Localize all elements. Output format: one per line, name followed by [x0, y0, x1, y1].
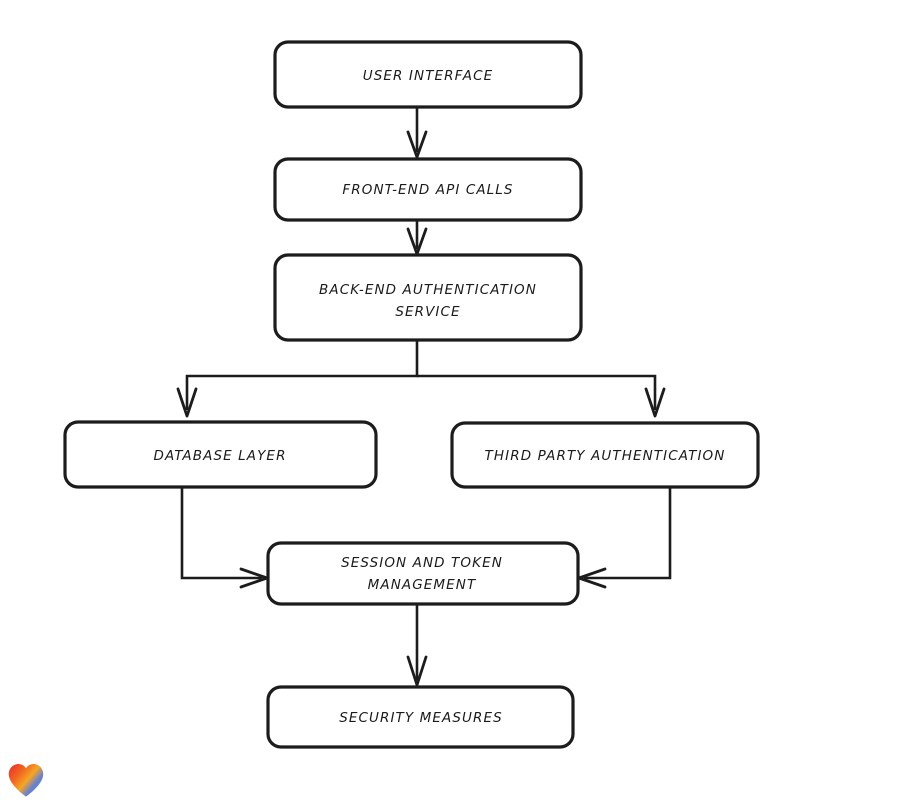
node-label-session-and-token-management-line2: MANAGEMENT: [368, 577, 477, 593]
edge-database-to-session: [180, 487, 269, 589]
node-label-session-and-token-management-line1: SESSION AND TOKEN: [341, 555, 503, 571]
node-box-user-interface[interactable]: [273, 40, 583, 109]
node-label-front-end-api-calls: FRONT-END API CALLS: [342, 182, 513, 198]
node-label-back-end-authentication-service-line2: SERVICE: [395, 304, 460, 320]
node-third-party-authentication[interactable]: THIRD PARTY AUTHENTICATION: [450, 421, 760, 489]
edge-thirdparty-to-session: [577, 487, 672, 589]
node-box-database-layer[interactable]: [63, 420, 378, 489]
node-front-end-api-calls[interactable]: FRONT-END API CALLS: [273, 157, 583, 222]
node-back-end-authentication-service[interactable]: BACK-END AUTHENTICATION SERVICE: [273, 253, 583, 342]
edge-layer: [176, 107, 672, 687]
edge-session-to-security: [406, 604, 428, 687]
node-label-back-end-authentication-service-line1: BACK-END AUTHENTICATION: [319, 282, 537, 298]
node-box-front-end-api-calls[interactable]: [273, 157, 583, 222]
node-layer: USER INTERFACE FRONT-END API CALLS BACK-…: [63, 40, 760, 749]
heart-icon: [8, 763, 44, 797]
node-label-security-measures: SECURITY MEASURES: [339, 710, 503, 726]
edge-ui-to-api: [406, 107, 428, 159]
node-box-back-end-authentication-service[interactable]: [273, 253, 583, 342]
node-box-security-measures[interactable]: [266, 685, 575, 749]
node-box-third-party-authentication[interactable]: [450, 421, 760, 489]
edge-backend-to-database: [176, 340, 419, 418]
edge-api-to-backend: [406, 220, 428, 256]
node-label-database-layer: DATABASE LAYER: [153, 448, 286, 464]
node-label-third-party-authentication: THIRD PARTY AUTHENTICATION: [485, 448, 726, 464]
node-box-session-and-token-management[interactable]: [266, 541, 580, 606]
node-security-measures[interactable]: SECURITY MEASURES: [266, 685, 575, 749]
node-label-user-interface: USER INTERFACE: [363, 68, 493, 84]
node-session-and-token-management[interactable]: SESSION AND TOKEN MANAGEMENT: [266, 541, 580, 606]
edge-backend-to-thirdparty: [417, 374, 666, 418]
node-database-layer[interactable]: DATABASE LAYER: [63, 420, 378, 489]
node-user-interface[interactable]: USER INTERFACE: [273, 40, 583, 109]
